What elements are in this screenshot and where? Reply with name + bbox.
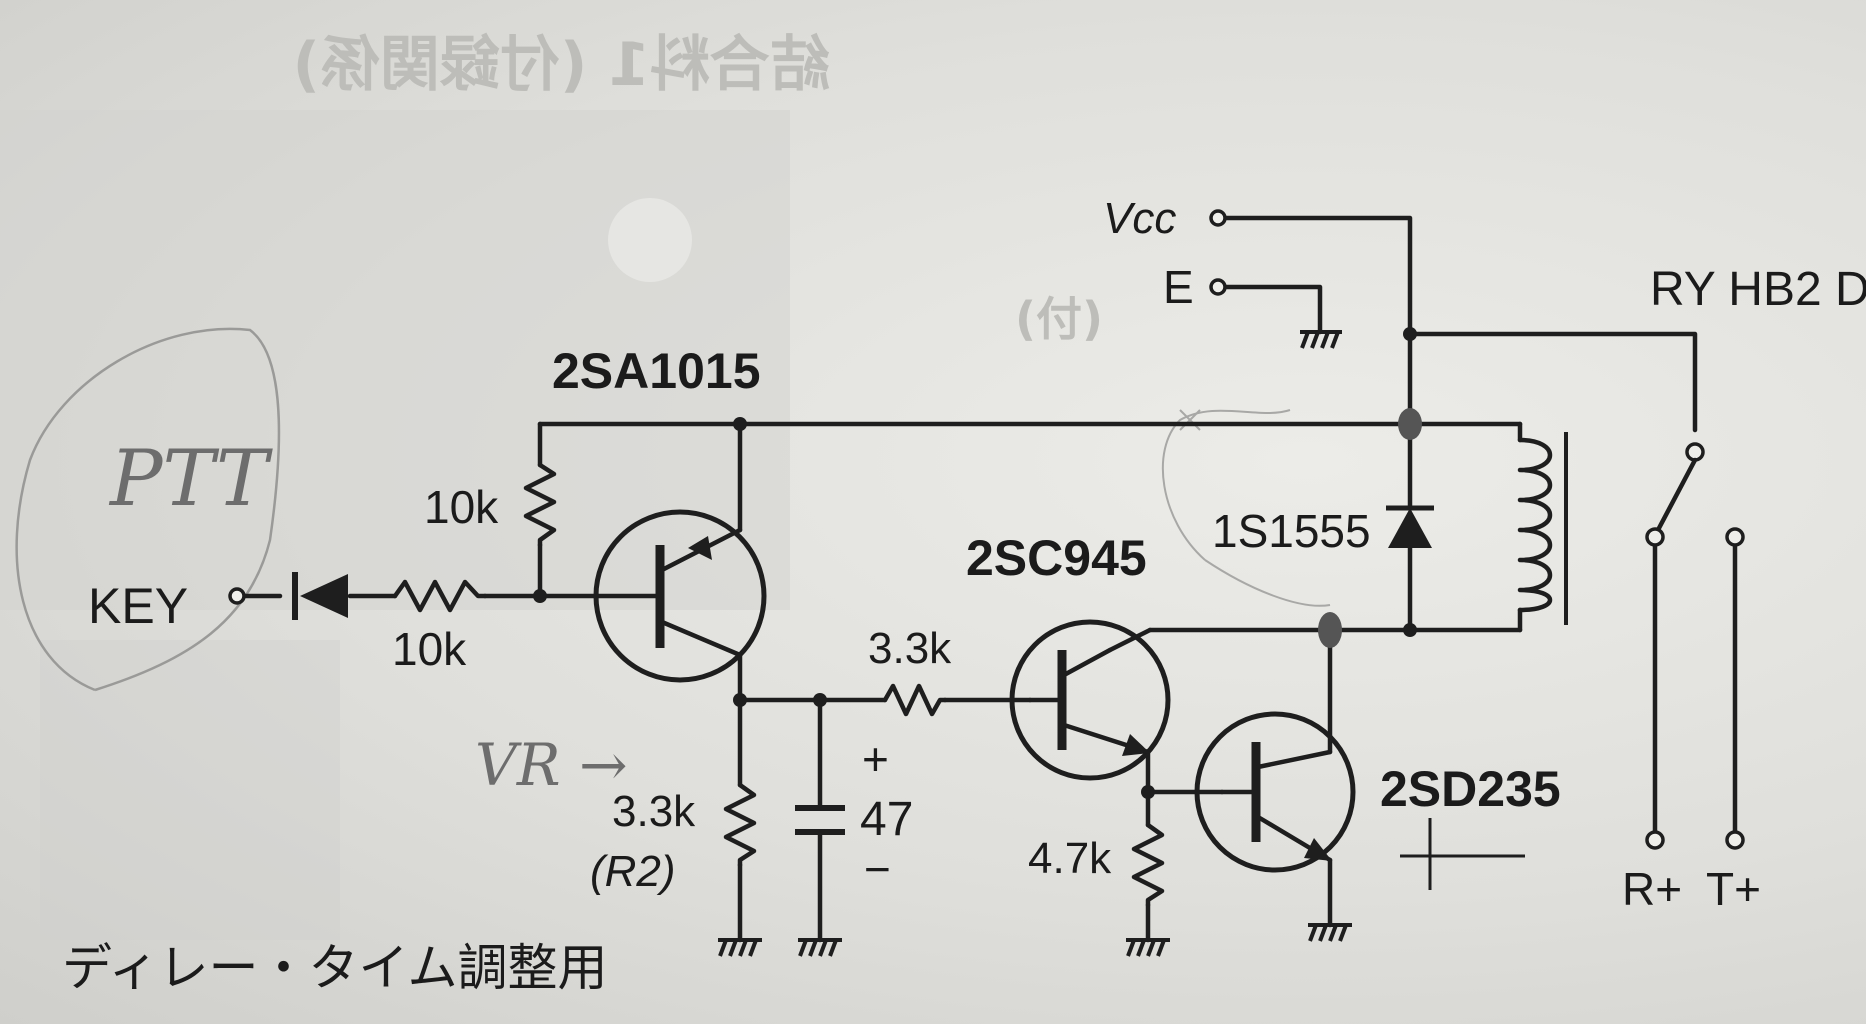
ground-q3 — [1308, 923, 1352, 942]
resistor-base2-3k3: 3.3k — [868, 624, 952, 717]
circuit-wires — [241, 215, 1738, 943]
terminal-vcc: Vcc — [1103, 194, 1227, 243]
relay-contacts: R+ T+ — [1622, 442, 1761, 915]
label-vcc: Vcc — [1103, 194, 1176, 243]
label-2sc945: 2SC945 — [966, 530, 1147, 586]
terminal-e: E — [1163, 261, 1227, 313]
header-text: 結合料1 (付録関係) — [293, 30, 830, 100]
cap-minus: − — [864, 843, 891, 895]
annotation-ptt: PTT — [108, 434, 273, 524]
junction-dots — [533, 327, 1422, 799]
transistor-2sd235: 2SD235 — [1194, 711, 1561, 890]
diode-1s1555: 1S1555 — [1212, 505, 1434, 557]
capacitor-47: + 47 − — [795, 733, 913, 895]
terminal-key: KEY — [88, 578, 246, 634]
label-relay: RY HB2 D — [1650, 263, 1866, 316]
label-2sa1015: 2SA1015 — [552, 343, 761, 399]
ground-symbols — [718, 330, 1352, 957]
caption-delay-adjust: ディレー・タイム調整用 — [62, 940, 608, 996]
label-r2: 3.3k — [612, 787, 696, 836]
resistor-emitter-4k7: 4.7k — [1028, 822, 1165, 908]
label-2sd235: 2SD235 — [1380, 761, 1561, 817]
label-r-bias: 10k — [424, 481, 499, 533]
ghost-text: (付) — [1015, 292, 1103, 346]
relay-coil: RY HB2 D — [1517, 263, 1866, 625]
resistor-bias-10k: 10k — [424, 462, 557, 548]
ground-cap — [798, 938, 842, 957]
label-r-base2: 3.3k — [868, 624, 952, 673]
ground-4k7 — [1126, 938, 1170, 957]
pencil-marks: PTT VR → — [15, 327, 1331, 799]
label-contact-r: R+ — [1622, 863, 1682, 915]
resistor-key-10k: 10k — [392, 579, 488, 675]
label-r2-name: (R2) — [590, 847, 676, 896]
label-1s1555: 1S1555 — [1212, 505, 1371, 557]
cap-value: 47 — [860, 793, 913, 846]
key-diode — [292, 572, 348, 620]
background-bleed: 結合料1 (付録関係) (付) — [0, 30, 1103, 940]
resistor-r2-3k3: 3.3k (R2) — [590, 782, 757, 896]
label-r-emitter: 4.7k — [1028, 834, 1112, 883]
annotation-vr: VR → — [475, 731, 628, 799]
transistor-2sc945: 2SC945 — [966, 530, 1171, 781]
ground-e — [1300, 330, 1342, 349]
cap-plus: + — [862, 733, 889, 785]
ground-r2 — [718, 938, 762, 957]
label-e: E — [1163, 261, 1194, 313]
label-key: KEY — [88, 578, 188, 634]
label-contact-t: T+ — [1706, 863, 1761, 915]
label-r-key: 10k — [392, 623, 467, 675]
transistor-2sa1015: 2SA1015 — [552, 343, 767, 683]
